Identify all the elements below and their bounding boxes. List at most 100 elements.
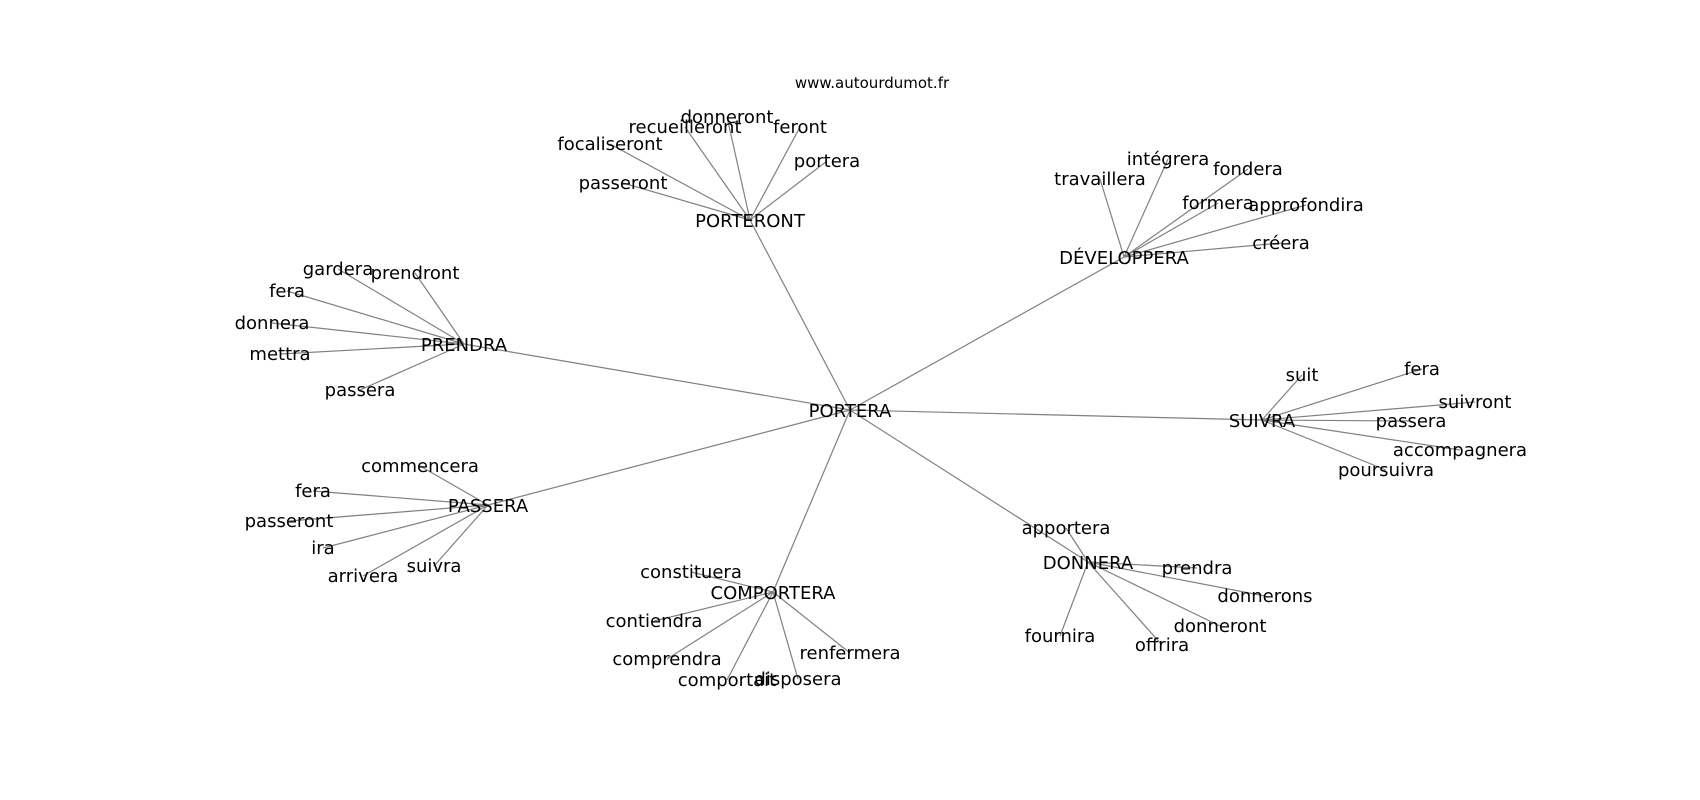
hub-node-label-developpera: DÉVELOPPERA bbox=[1059, 247, 1189, 269]
edge-suivra-2 bbox=[1261, 401, 1476, 421]
edge-donnera-4 bbox=[1087, 561, 1163, 646]
leaf-node-label-developpera-0: travaillera bbox=[1054, 169, 1146, 190]
leaf-node-label-prendra-1: prendront bbox=[371, 263, 460, 284]
edge-porteront-0 bbox=[609, 143, 751, 221]
edge-center-passera bbox=[487, 409, 851, 506]
edge-passera-2 bbox=[288, 504, 489, 522]
leaf-node-label-donnera-2: donnerons bbox=[1217, 586, 1312, 607]
center-node-label: PORTERA bbox=[809, 401, 892, 422]
hub-node-label-donnera: DONNERA bbox=[1043, 553, 1134, 574]
edge-porteront-2 bbox=[726, 116, 751, 221]
leaf-node-label-donnera-1: prendra bbox=[1162, 558, 1233, 579]
edge-porteront-4 bbox=[749, 160, 828, 221]
leaf-node-label-porteront-4: portera bbox=[794, 151, 860, 172]
leaf-node-label-developpera-2: fondera bbox=[1213, 159, 1283, 180]
edge-suivra-5 bbox=[1261, 419, 1387, 471]
edge-comportera-3 bbox=[726, 591, 774, 681]
leaf-node-label-comportera-4: disposera bbox=[754, 669, 841, 690]
leaf-node-label-passera-3: ira bbox=[311, 538, 334, 559]
edge-suivra-0 bbox=[1261, 374, 1303, 421]
edge-developpera-5 bbox=[1123, 242, 1282, 258]
source-label: www.autourdumot.fr bbox=[795, 74, 950, 92]
edge-developpera-2 bbox=[1123, 168, 1249, 258]
edge-developpera-4 bbox=[1123, 204, 1307, 258]
edge-developpera-0 bbox=[1099, 178, 1125, 258]
leaf-node-label-comportera-3: comportait bbox=[678, 670, 776, 691]
edge-comportera-2 bbox=[666, 591, 774, 660]
leaf-node-label-developpera-3: formera bbox=[1182, 193, 1253, 214]
leaf-node-label-suivra-3: passera bbox=[1376, 411, 1447, 432]
edge-prendra-2 bbox=[286, 290, 465, 345]
leaf-node-label-comportera-0: constituera bbox=[640, 562, 742, 583]
leaf-node-label-porteront-1: recueilleront bbox=[628, 117, 741, 138]
edge-passera-0 bbox=[419, 465, 489, 506]
edge-passera-4 bbox=[362, 504, 489, 577]
leaf-node-label-suivra-0: suit bbox=[1286, 365, 1319, 386]
leaf-node-label-suivra-5: poursuivra bbox=[1338, 460, 1434, 481]
edge-suivra-4 bbox=[1261, 419, 1461, 451]
leaf-node-label-prendra-4: mettra bbox=[249, 344, 310, 365]
leaf-node-label-passera-1: fera bbox=[295, 481, 331, 502]
leaf-node-label-comportera-2: comprendra bbox=[612, 649, 721, 670]
edge-developpera-1 bbox=[1123, 158, 1169, 258]
leaf-node-label-suivra-1: fera bbox=[1404, 359, 1440, 380]
leaf-node-label-porteront-3: feront bbox=[773, 117, 827, 138]
edge-suivra-1 bbox=[1261, 368, 1423, 421]
edge-prendra-3 bbox=[271, 322, 465, 345]
graph-edges bbox=[271, 116, 1476, 681]
hub-node-label-passera: PASSERA bbox=[448, 496, 529, 517]
edge-developpera-3 bbox=[1123, 202, 1219, 258]
edge-center-donnera bbox=[849, 409, 1089, 563]
leaf-node-label-developpera-5: créera bbox=[1252, 233, 1309, 254]
leaf-node-label-suivra-2: suivront bbox=[1439, 392, 1512, 413]
edge-comportera-4 bbox=[772, 591, 799, 680]
edge-donnera-1 bbox=[1087, 561, 1198, 569]
leaf-node-label-passera-2: passeront bbox=[245, 511, 334, 532]
leaf-node-label-porteront-5: passeront bbox=[579, 173, 668, 194]
edge-comportera-5 bbox=[772, 591, 851, 654]
edge-suivra-3 bbox=[1261, 419, 1412, 422]
leaf-node-label-passera-4: arrivera bbox=[328, 566, 399, 587]
edge-porteront-1 bbox=[684, 126, 751, 221]
edge-prendra-4 bbox=[279, 343, 465, 355]
leaf-node-label-developpera-1: intégrera bbox=[1127, 149, 1209, 170]
edge-center-porteront bbox=[749, 219, 851, 411]
edge-donnera-0 bbox=[1065, 527, 1089, 563]
edge-comportera-0 bbox=[690, 571, 774, 593]
leaf-node-label-comportera-5: renfermera bbox=[799, 643, 900, 664]
leaf-node-label-prendra-2: fera bbox=[269, 281, 305, 302]
edge-prendra-0 bbox=[337, 268, 465, 345]
edge-center-developpera bbox=[849, 256, 1125, 411]
leaf-node-label-prendra-5: passera bbox=[325, 380, 396, 401]
edge-donnera-2 bbox=[1087, 561, 1266, 597]
leaf-node-label-comportera-1: contiendra bbox=[606, 611, 703, 632]
leaf-node-label-passera-5: suivra bbox=[407, 556, 462, 577]
leaf-node-label-developpera-4: approfondira bbox=[1248, 195, 1364, 216]
leaf-node-label-donnera-3: donneront bbox=[1174, 616, 1267, 637]
hub-node-label-prendra: PRENDRA bbox=[421, 335, 508, 356]
edge-prendra-5 bbox=[359, 343, 465, 391]
edge-donnera-3 bbox=[1087, 561, 1221, 627]
leaf-node-label-prendra-0: gardera bbox=[303, 259, 373, 280]
edge-passera-3 bbox=[322, 504, 489, 549]
edge-center-suivra bbox=[849, 409, 1263, 421]
edge-center-prendra bbox=[463, 343, 851, 411]
leaf-node-label-donnera-5: fournira bbox=[1025, 626, 1096, 647]
edge-prendra-1 bbox=[414, 272, 465, 345]
edge-donnera-5 bbox=[1059, 561, 1089, 637]
leaf-node-label-porteront-2: donneront bbox=[681, 107, 774, 128]
leaf-node-label-passera-0: commencera bbox=[361, 456, 479, 477]
edge-passera-1 bbox=[312, 490, 489, 506]
edge-porteront-3 bbox=[749, 126, 801, 221]
leaf-node-label-porteront-0: focaliseront bbox=[557, 134, 662, 155]
leaf-node-label-suivra-4: accompagnera bbox=[1393, 440, 1527, 461]
leaf-node-label-donnera-0: apportera bbox=[1022, 518, 1111, 539]
edge-comportera-1 bbox=[653, 591, 774, 622]
leaf-node-label-prendra-3: donnera bbox=[235, 313, 310, 334]
hub-node-label-porteront: PORTERONT bbox=[695, 211, 806, 232]
edge-passera-5 bbox=[433, 504, 489, 567]
hub-node-label-suivra: SUIVRA bbox=[1229, 411, 1296, 432]
leaf-node-label-donnera-4: offrira bbox=[1135, 635, 1189, 656]
edge-center-comportera bbox=[772, 409, 851, 593]
